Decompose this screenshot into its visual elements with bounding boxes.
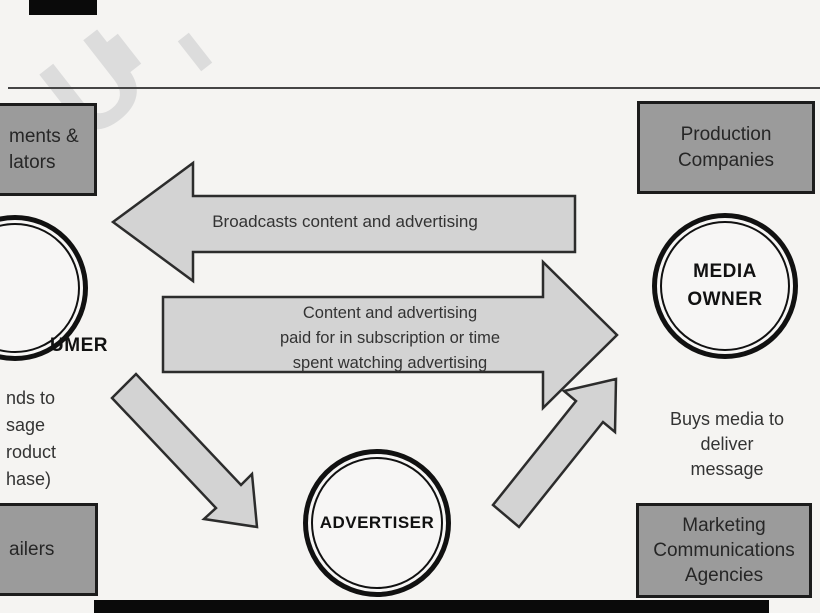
buys-media-line-1: Buys media to [669,409,785,429]
response-line-2: sage [6,415,46,435]
response-line-3: roduct [6,442,57,462]
advertiser-inner-ring [311,457,443,589]
agencies-line-3: Agencies [684,565,764,586]
buys-media-text: Buys media to deliver message [647,407,807,482]
advertiser-circle: ADVERTISER [303,449,451,597]
production-line-2: Companies [677,149,775,171]
media-owner-label-1: MEDIA [693,261,757,282]
production-line-1: Production [680,123,772,145]
buys-media-line-3: message [690,459,764,479]
top-divider-line [8,87,820,89]
media-owner-circle: MEDIA OWNER [652,213,798,359]
redaction-bar-top [29,0,97,15]
media-owner-label-2: OWNER [687,289,763,310]
agencies-line-2: Communications [653,540,795,561]
retailers-box: ailers [0,503,98,596]
broadcast-arrow-left [110,160,577,284]
consumer-to-advertiser-arrow [110,372,259,529]
marketing-agencies-box: Marketing Communications Agencies [636,503,812,598]
buys-media-line-2: deliver [700,434,754,454]
payment-arrow-label: Content and advertising paid for in subs… [240,301,540,376]
agencies-line-1: Marketing [682,515,766,536]
payment-arrow-right [161,259,619,411]
production-companies-box: Production Companies [637,101,815,194]
advertiser-to-mediaowner-arrow [491,377,618,529]
payment-line-2: paid for in subscription or time [279,329,501,347]
governments-line-2: lators [9,151,56,173]
payment-line-3: spent watching advertising [292,354,488,372]
governments-line-1: ments & [9,125,79,147]
response-line-4: hase) [6,469,52,489]
payment-line-1: Content and advertising [302,304,478,322]
consumer-label: UMER [50,335,108,356]
governments-regulators-box: ments & lators [0,103,97,196]
response-line-1: nds to [6,388,56,408]
advertiser-label: ADVERTISER [319,513,435,532]
consumer-response-text: nds to sage roduct hase) [6,385,56,493]
retailers-line-1: ailers [9,538,55,560]
redaction-bar-bottom [94,600,769,613]
media-owner-inner-ring [660,221,790,351]
broadcast-arrow-label: Broadcasts content and advertising [212,212,478,231]
